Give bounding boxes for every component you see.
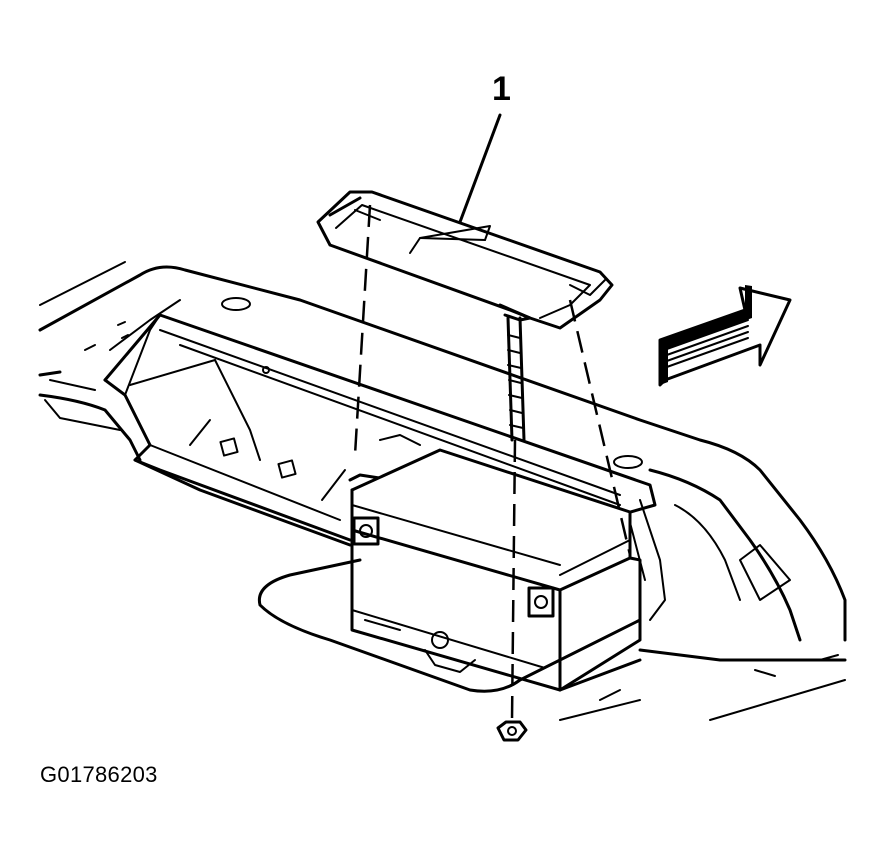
callout-leader-line xyxy=(458,113,502,224)
forward-arrow-icon xyxy=(658,285,792,387)
battery-base-plate xyxy=(257,558,642,693)
hold-down-bolt xyxy=(506,316,526,442)
hold-down-retainer xyxy=(316,190,614,330)
battery xyxy=(350,434,642,692)
callout-number-1: 1 xyxy=(492,70,511,108)
figure-id: G01786203 xyxy=(40,762,158,787)
alignment-lines xyxy=(353,204,632,721)
vehicle-frame-rail xyxy=(38,261,847,721)
hold-down-nut xyxy=(496,720,528,742)
